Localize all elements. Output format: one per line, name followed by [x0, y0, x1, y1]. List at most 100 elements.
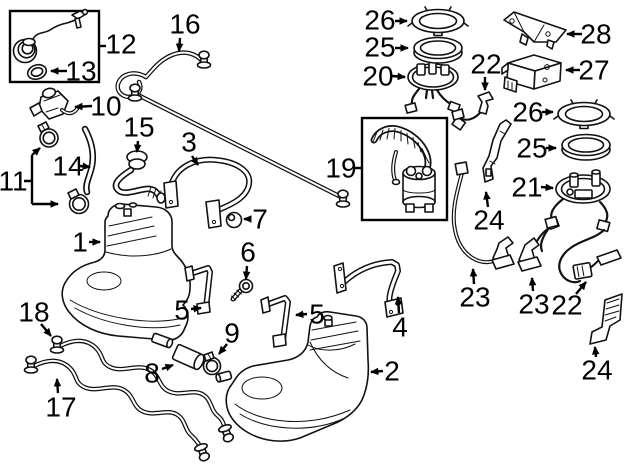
callout-13-label: 13: [65, 56, 96, 87]
callout-1[interactable]: 1: [72, 227, 101, 258]
callout-4[interactable]: 4: [392, 296, 408, 343]
part-harness-lower: [558, 228, 622, 284]
callout-27-label: 27: [578, 55, 609, 86]
callout-14[interactable]: 14: [52, 151, 91, 182]
callout-22-lower-label: 22: [551, 290, 582, 321]
inset-box-pump: [360, 116, 449, 222]
callout-26-left-label: 26: [364, 5, 395, 36]
callout-25-right-label: 25: [516, 133, 547, 164]
part-hose-clamps: [37, 121, 90, 215]
callout-1-label: 1: [72, 227, 88, 258]
callout-24-lower-label: 24: [581, 355, 612, 386]
callout-20-label: 20: [362, 61, 393, 92]
callout-16-label: 16: [169, 9, 200, 40]
part-retaining-clips: [451, 161, 560, 272]
part-breather-hose: [112, 150, 166, 204]
part-support-bracket-left: [184, 265, 213, 315]
callout-10-label: 10: [90, 91, 121, 122]
callout-25-left-label: 25: [364, 32, 395, 63]
part-strap-lower: [589, 293, 623, 345]
callout-9-label: 9: [224, 318, 240, 349]
part-fuel-filler-cap-inset: [8, 8, 101, 84]
part-fuel-tank-right: [215, 310, 370, 442]
callout-26-right-label: 26: [512, 97, 543, 128]
callout-8-label: 8: [144, 358, 160, 389]
callout-17-label: 17: [45, 392, 76, 423]
callout-27[interactable]: 27: [565, 55, 610, 86]
part-clamp: [202, 351, 222, 376]
part-harness-upper: [451, 91, 494, 121]
callout-17[interactable]: 17: [45, 378, 77, 423]
callout-23-right-label: 23: [518, 289, 549, 320]
callout-28-label: 28: [580, 19, 611, 50]
callout-26-right[interactable]: 26: [512, 97, 554, 128]
part-sender-flange: [539, 169, 611, 253]
callout-15[interactable]: 15: [123, 112, 155, 153]
callout-11-label: 11: [0, 166, 28, 197]
callout-21[interactable]: 21: [511, 172, 554, 203]
callout-11[interactable]: 11: [0, 147, 59, 208]
callout-25-left[interactable]: 25: [364, 32, 409, 63]
part-vent-pipe: [115, 50, 351, 208]
callout-15-label: 15: [123, 112, 154, 143]
callout-24-upper[interactable]: 24: [473, 191, 505, 236]
callout-16[interactable]: 16: [169, 9, 201, 52]
callout-10[interactable]: 10: [74, 91, 122, 122]
callout-22-lower[interactable]: 22: [551, 281, 587, 321]
callout-5-center-label: 5: [309, 299, 325, 330]
part-fuel-level-sender: [404, 61, 467, 131]
callout-2-label: 2: [384, 356, 400, 387]
callout-23-right[interactable]: 23: [518, 277, 550, 320]
callout-3[interactable]: 3: [181, 127, 199, 166]
callout-22-upper-label: 22: [470, 49, 501, 80]
callout-7[interactable]: 7: [243, 204, 268, 235]
part-grommet: [225, 211, 243, 229]
callout-6[interactable]: 6: [240, 237, 256, 280]
callout-20[interactable]: 20: [362, 61, 406, 92]
callout-8[interactable]: 8: [144, 358, 174, 389]
callout-18[interactable]: 18: [18, 297, 52, 337]
callout-18-label: 18: [18, 297, 49, 328]
part-fuel-pump-inset: [360, 116, 449, 222]
callout-23-left-label: 23: [459, 282, 490, 313]
callout-28[interactable]: 28: [566, 19, 612, 50]
callout-23-left[interactable]: 23: [459, 268, 491, 313]
part-control-module: [501, 54, 562, 93]
part-tank-strap-front: [163, 156, 253, 229]
part-filler-hose: [81, 125, 96, 196]
callout-7-label: 7: [252, 204, 268, 235]
callout-5-left-label: 5: [174, 295, 190, 326]
callout-19[interactable]: 19: [325, 153, 361, 184]
part-seal-ring-right: [561, 133, 611, 161]
part-bracket-upper: [482, 119, 512, 183]
callout-21-label: 21: [511, 172, 542, 203]
callout-25-right[interactable]: 25: [516, 133, 557, 164]
callout-12-label: 12: [105, 29, 136, 60]
callout-5-left[interactable]: 5: [174, 295, 202, 326]
callout-14-label: 14: [52, 151, 83, 182]
callout-26-left[interactable]: 26: [364, 5, 408, 36]
part-lock-ring-right: [553, 99, 615, 130]
part-sleeve: [171, 343, 205, 371]
part-vent-valve: [29, 87, 79, 120]
part-support-bracket-center: [260, 295, 291, 348]
callout-22-upper[interactable]: 22: [470, 49, 502, 91]
callout-5-center[interactable]: 5: [295, 299, 325, 330]
callout-4-label: 4: [392, 312, 408, 343]
part-fuel-tank-left: [61, 202, 191, 349]
part-seal-ring-left: [413, 36, 463, 64]
part-module-bracket: [503, 11, 567, 50]
callout-19-label: 19: [325, 153, 356, 184]
part-mounting-bolt: [230, 278, 254, 302]
callout-13[interactable]: 13: [50, 56, 97, 87]
part-lock-ring-left: [407, 6, 469, 37]
callout-12[interactable]: 12: [99, 29, 137, 60]
part-fuel-lines: [23, 335, 237, 464]
callout-24-lower[interactable]: 24: [581, 346, 613, 386]
callout-9[interactable]: 9: [218, 318, 240, 355]
callout-2[interactable]: 2: [370, 356, 400, 387]
callout-3-label: 3: [181, 127, 197, 158]
callout-24-upper-label: 24: [473, 205, 504, 236]
